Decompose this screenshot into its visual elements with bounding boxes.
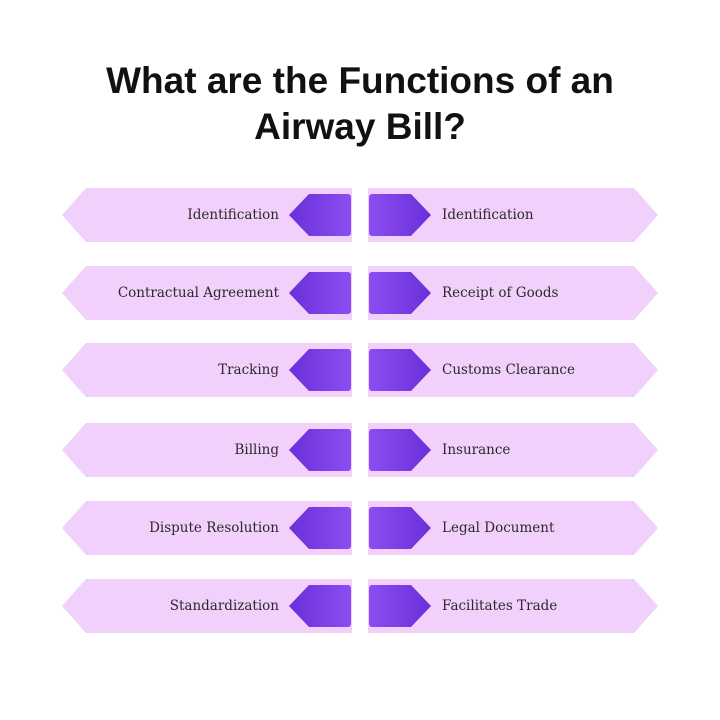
right-function-label: Legal Document [442,520,555,536]
title-line-2: Airway Bill? [254,106,466,147]
function-row-3: Tracking Customs Clearance [0,343,720,397]
function-row-2: Contractual Agreement Receipt of Goods [0,266,720,320]
title-line-1: What are the Functions of an [106,60,614,101]
page-title: What are the Functions of an Airway Bill… [0,58,720,150]
function-row-1: Identification Identification [0,188,720,242]
function-row-5: Dispute Resolution Legal Document [0,501,720,555]
function-row-6: Standardization Facilitates Trade [0,579,720,633]
left-function-label: Contractual Agreement [117,285,279,301]
right-function-label: Insurance [442,442,511,458]
function-row-4: Billing Insurance [0,423,720,477]
left-function-label: Dispute Resolution [149,520,279,536]
right-function-label: Customs Clearance [442,362,575,378]
right-function-label: Receipt of Goods [442,285,559,301]
right-function-label: Identification [442,207,534,223]
right-function-label: Facilitates Trade [442,598,558,614]
left-function-label: Tracking [218,362,279,378]
left-function-label: Identification [187,207,279,223]
left-function-label: Standardization [169,598,279,614]
left-function-label: Billing [234,442,279,458]
